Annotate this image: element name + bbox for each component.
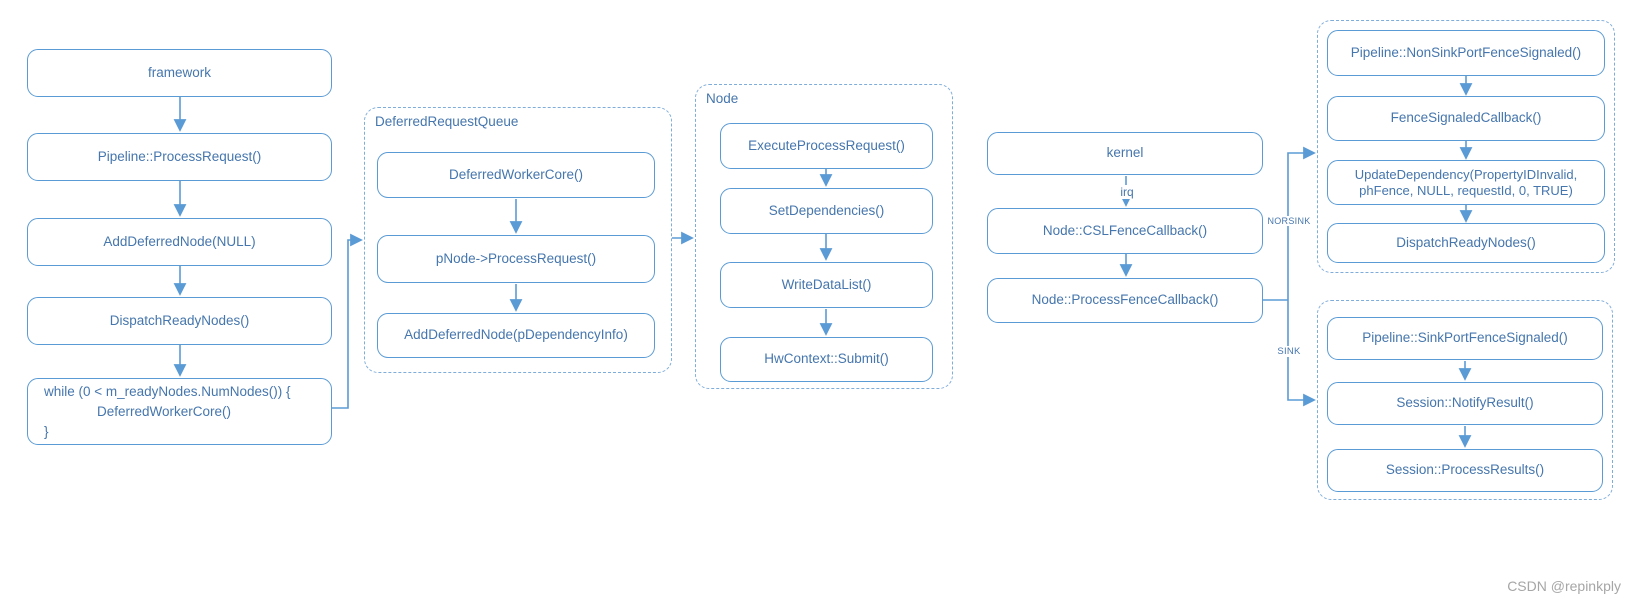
- while-line-1: while (0 < m_readyNodes.NumNodes()) {: [44, 384, 291, 399]
- group-sink-fence-signaled: [1317, 300, 1613, 500]
- while-line-2: DeferredWorkerCore(): [97, 404, 232, 419]
- node-framework: framework: [27, 49, 332, 97]
- watermark: CSDN @repinkply: [1507, 578, 1621, 594]
- group-title-node: Node: [706, 91, 739, 106]
- node-hwcontext-submit: HwContext::Submit(): [720, 337, 933, 382]
- node-pipeline-process-request: Pipeline::ProcessRequest(): [27, 133, 332, 181]
- irq-label: irq: [1112, 185, 1142, 199]
- arrow-while-to-deferredrequestqueue: [331, 233, 363, 409]
- while-line-3: }: [44, 424, 49, 439]
- sink-branch-label: SINK: [1273, 346, 1305, 357]
- group-deferred-request-queue: DeferredRequestQueue: [364, 107, 672, 373]
- node-pnode-process-request: pNode->ProcessRequest(): [377, 235, 655, 283]
- arrow-branch-norsink-to-nonsink-group: [1287, 146, 1316, 300]
- node-deferred-worker-core: DeferredWorkerCore(): [377, 152, 655, 198]
- node-pipeline-sinkport-fence-signaled: Pipeline::SinkPortFenceSignaled(): [1327, 317, 1603, 360]
- node-write-data-list: WriteDataList(): [720, 262, 933, 308]
- node-while-loop: while (0 < m_readyNodes.NumNodes()) { De…: [27, 378, 332, 445]
- node-add-deferred-node-dependencyinfo: AddDeferredNode(pDependencyInfo): [377, 313, 655, 358]
- node-execute-process-request: ExecuteProcessRequest(): [720, 123, 933, 169]
- node-fence-signaled-callback: FenceSignaledCallback(): [1327, 96, 1605, 141]
- node-csl-fence-callback: Node::CSLFenceCallback(): [987, 208, 1263, 254]
- node-kernel: kernel: [987, 132, 1263, 175]
- group-node: Node: [695, 84, 953, 389]
- node-add-deferred-node-null: AddDeferredNode(NULL): [27, 218, 332, 266]
- node-dispatch-ready-nodes-2: DispatchReadyNodes(): [1327, 223, 1605, 263]
- node-session-notify-result: Session::NotifyResult(): [1327, 382, 1603, 425]
- group-title-deferred-request-queue: DeferredRequestQueue: [375, 114, 519, 129]
- group-nonsink-fence-signaled: [1317, 20, 1615, 273]
- norsink-branch-label: NORSINK: [1266, 216, 1312, 226]
- arrow-branch-sink-to-sink-group: [1287, 300, 1316, 407]
- node-pipeline-nonsinkport-fence-signaled: Pipeline::NonSinkPortFenceSignaled(): [1327, 30, 1605, 76]
- node-set-dependencies: SetDependencies(): [720, 188, 933, 234]
- node-update-dependency: UpdateDependency(PropertyIDInvalid, phFe…: [1327, 160, 1605, 205]
- node-dispatch-ready-nodes: DispatchReadyNodes(): [27, 297, 332, 345]
- node-session-process-results: Session::ProcessResults(): [1327, 449, 1603, 492]
- node-process-fence-callback: Node::ProcessFenceCallback(): [987, 278, 1263, 323]
